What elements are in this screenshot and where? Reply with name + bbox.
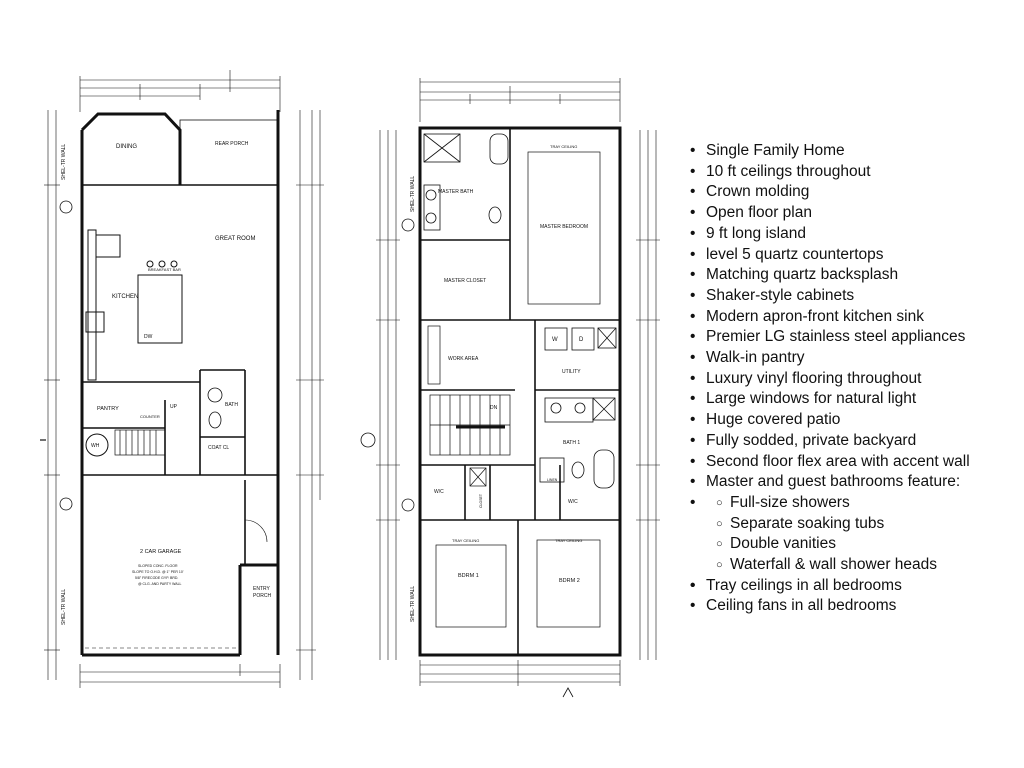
floor-plans: DINING REAR PORCH GREAT ROOM BREAKFAST B… [40, 70, 660, 698]
room-label-bdrm-2: BDRM 2 [559, 578, 580, 584]
garage-note-2: SLOPE TO O.H.D. @ 1" PER 10' [132, 570, 184, 574]
room-label-bath-1: BATH 1 [563, 440, 580, 446]
feature-subitem: Waterfall & wall shower heads [690, 555, 1020, 576]
room-label-dining: DINING [116, 144, 137, 150]
feature-item: Shaker-style cabinets [690, 286, 1020, 307]
feature-subitem: Full-size showers [690, 493, 1020, 514]
feature-item: Second floor flex area with accent wall [690, 452, 1020, 473]
garage-note-4: @ CLG. AND PARTY WALL [138, 582, 182, 586]
room-label-wic-1: W/C [434, 489, 444, 495]
entry-door-swing [244, 519, 268, 543]
garage-note-3: 5/8" FIRECODE GYP. BRD. [135, 576, 178, 580]
sf-north-arrow [562, 687, 574, 698]
sf-work-desk [427, 325, 441, 385]
room-label-bath: BATH [225, 402, 238, 408]
feature-subitem: Double vanities [690, 534, 1020, 555]
sf-right-dimensions [636, 130, 660, 660]
ff-left-dimensions [44, 110, 60, 680]
ff-wall-label-lower: SHEL-TR WALL [61, 589, 67, 625]
features-list: Single Family Home10 ft ceilings through… [690, 141, 1020, 617]
feature-item: Fully sodded, private backyard [690, 431, 1020, 452]
second-floor-plan [360, 78, 660, 698]
room-label-pantry: PANTRY [97, 406, 119, 412]
sf-bottom-dimensions [419, 660, 621, 686]
label-washer: W [552, 337, 558, 343]
label-closet: CLOSET [479, 493, 483, 508]
sf-left-dimensions [376, 130, 400, 660]
room-label-master-closet: MASTER CLOSET [444, 278, 486, 284]
feature-item: Tray ceilings in all bedrooms [690, 576, 1020, 597]
ff-exterior-walls [80, 110, 280, 657]
ff-bottom-dimensions [79, 664, 281, 688]
ff-wall-label-upper: SHEL-TR WALL [61, 144, 67, 180]
label-stairs-down: DN [490, 405, 498, 411]
room-label-wic-2: W/C [568, 499, 578, 505]
label-tray-ceiling-bdrm2: TRAY CEILING [555, 538, 582, 543]
sf-wall-label-upper: SHEL-TR WALL [410, 176, 416, 212]
room-label-entry: ENTRY [253, 586, 271, 592]
label-dishwasher: DW [144, 334, 153, 340]
feature-item: Large windows for natural light [690, 389, 1020, 410]
sf-section-markers [360, 218, 415, 512]
feature-subitem: Separate soaking tubs [690, 514, 1020, 535]
sf-top-dimensions [419, 78, 621, 122]
sf-wall-label-lower: SHEL-TR WALL [410, 586, 416, 622]
sf-tray-ceilings [435, 151, 601, 628]
label-water-heater: WH [91, 443, 100, 449]
room-label-work-area: WORK AREA [448, 356, 479, 362]
room-label-master-bedroom: MASTER BEDROOM [540, 224, 588, 230]
feature-item: Huge covered patio [690, 410, 1020, 431]
label-stairs-up: UP [170, 404, 178, 410]
room-label-utility: UTILITY [562, 369, 581, 375]
feature-item: level 5 quartz countertops [690, 245, 1020, 266]
sf-utility-fixtures [544, 327, 617, 351]
sf-closet-box [469, 467, 487, 487]
garage-note-1: SLOPED CONC. FLOOR [138, 564, 178, 568]
ff-rear-porch [179, 119, 279, 186]
ff-right-dimensions [296, 110, 324, 680]
label-counter: COUNTER [140, 414, 160, 419]
water-heater-symbol [85, 433, 109, 457]
feature-item: Open floor plan [690, 203, 1020, 224]
room-label-master-bath: MASTER BATH [438, 189, 474, 195]
feature-item: Master and guest bathrooms feature: [690, 472, 1020, 493]
feature-item: Single Family Home [690, 141, 1020, 162]
label-tray-ceiling-bdrm1: TRAY CEILING [452, 538, 479, 543]
room-label-garage: 2 CAR GARAGE [140, 549, 182, 555]
label-linen: LINEN [547, 478, 558, 482]
first-floor-plan [40, 70, 324, 688]
feature-item: 10 ft ceilings throughout [690, 162, 1020, 183]
room-label-coat-closet: COAT CL [208, 445, 229, 451]
room-label-great-room: GREAT ROOM [215, 236, 255, 242]
feature-item: Luxury vinyl flooring throughout [690, 369, 1020, 390]
room-label-rear-porch: REAR PORCH [215, 141, 249, 147]
ff-kitchen-fixtures [85, 229, 183, 381]
feature-item: Walk-in pantry [690, 348, 1020, 369]
label-tray-ceiling-master: TRAY CEILING [550, 144, 577, 149]
sf-interior-walls [420, 128, 620, 655]
label-breakfast-bar: BREAKFAST BAR [148, 267, 181, 272]
sf-master-bath-fixtures [423, 133, 509, 231]
sf-bath1-fixtures [539, 397, 616, 489]
feature-item: Premier LG stainless steel appliances [690, 327, 1020, 348]
ff-stairs [114, 429, 166, 456]
room-label-bdrm-1: BDRM 1 [458, 573, 479, 579]
feature-item: Ceiling fans in all bedrooms [690, 596, 1020, 617]
sf-stairs [429, 394, 511, 456]
feature-item: 9 ft long island [690, 224, 1020, 245]
ff-interior-walls [82, 184, 278, 565]
room-label-porch: PORCH [253, 593, 271, 599]
feature-item: Matching quartz backsplash [690, 265, 1020, 286]
sf-exterior-walls [418, 126, 622, 657]
feature-item: Modern apron-front kitchen sink [690, 307, 1020, 328]
label-dryer: D [579, 337, 584, 343]
ff-section-markers [59, 200, 73, 511]
feature-item: Crown molding [690, 182, 1020, 203]
room-label-kitchen: KITCHEN [112, 294, 138, 300]
ff-bath-fixtures [207, 387, 223, 429]
ff-top-dimensions [79, 70, 281, 112]
